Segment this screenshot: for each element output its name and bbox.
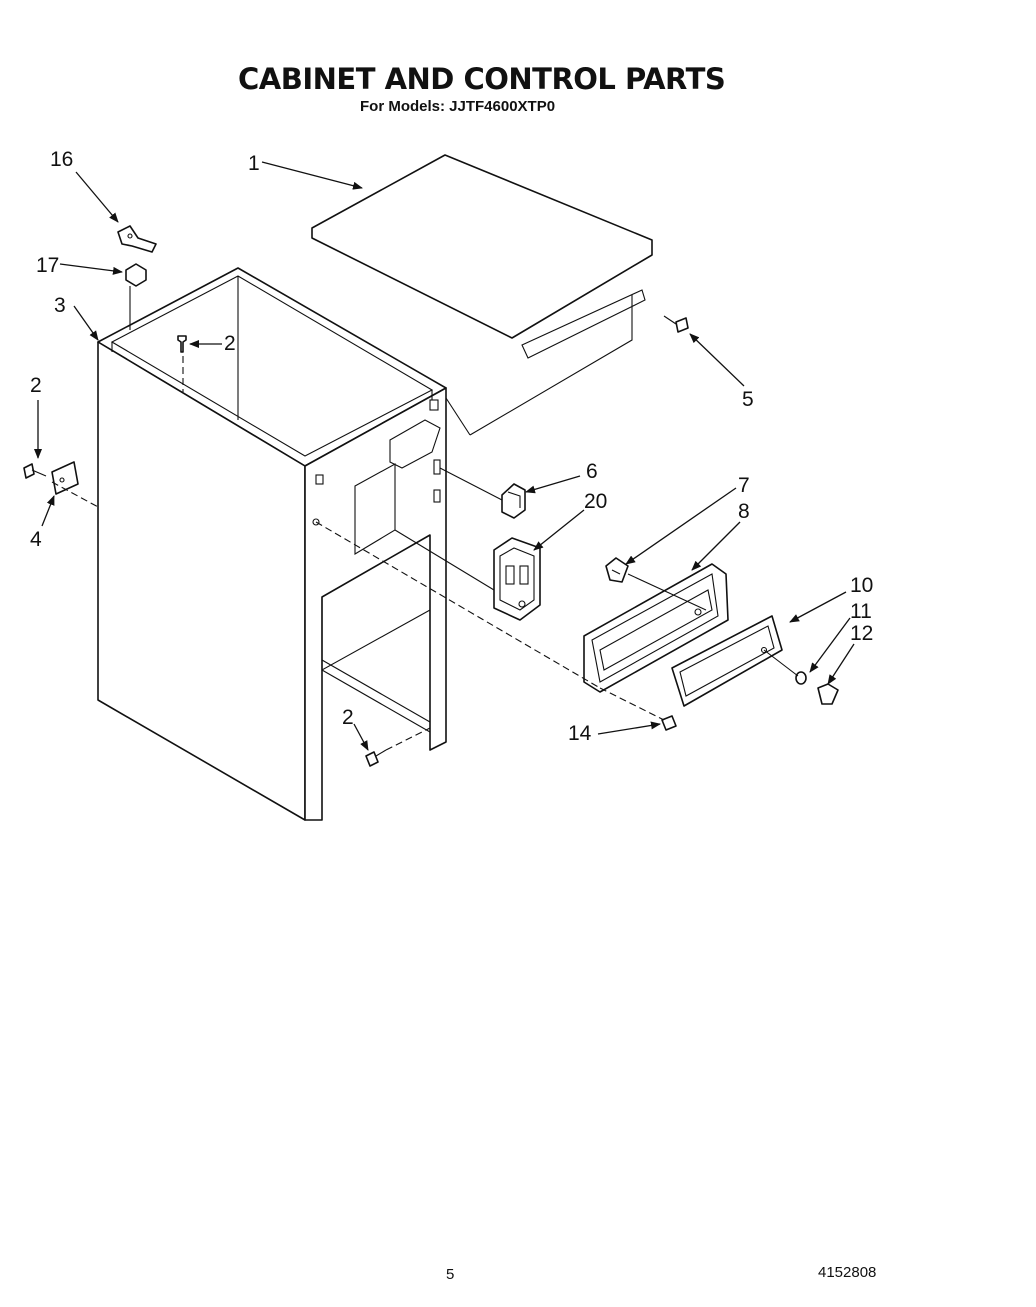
control-panel-frame xyxy=(583,563,729,693)
hinge-part-16 xyxy=(117,225,157,253)
callout-20: 20 xyxy=(584,490,607,513)
callout-16: 16 xyxy=(50,148,73,171)
screw-left xyxy=(23,463,47,479)
callout-7: 7 xyxy=(738,474,750,497)
document-number: 4152808 xyxy=(818,1264,877,1281)
control-knob xyxy=(817,683,839,705)
callout-2-top: 2 xyxy=(224,332,236,355)
panel-overlay xyxy=(671,615,783,707)
callout-10: 10 xyxy=(850,574,873,597)
callout-2-left: 2 xyxy=(30,374,42,397)
page-title: CABINET AND CONTROL PARTS xyxy=(238,62,726,96)
screw-top-inner xyxy=(177,335,187,353)
callout-8: 8 xyxy=(738,500,750,523)
top-panel xyxy=(311,154,653,436)
callout-17: 17 xyxy=(36,254,59,277)
callout-5: 5 xyxy=(742,388,754,411)
callout-1: 1 xyxy=(248,152,260,175)
model-subtitle: For Models: JJTF4600XTP0 xyxy=(360,98,556,115)
clip-part-17 xyxy=(125,263,147,330)
callout-14: 14 xyxy=(568,722,592,745)
knob-washer xyxy=(795,671,807,685)
screw-top-panel xyxy=(663,315,689,333)
control-clip xyxy=(605,557,629,583)
screw-bottom xyxy=(365,749,387,767)
callout-11: 11 xyxy=(850,600,872,623)
callout-12: 12 xyxy=(850,622,873,645)
callout-3: 3 xyxy=(54,294,66,317)
screw-panel xyxy=(661,715,677,731)
page-number: 5 xyxy=(446,1266,455,1283)
callout-2-bottom: 2 xyxy=(342,706,354,729)
control-housing xyxy=(493,537,541,621)
callout-4: 4 xyxy=(30,528,42,551)
cabinet-body xyxy=(97,267,447,821)
bracket-plate xyxy=(51,461,79,495)
control-switch xyxy=(501,483,526,519)
callout-6: 6 xyxy=(586,460,598,483)
